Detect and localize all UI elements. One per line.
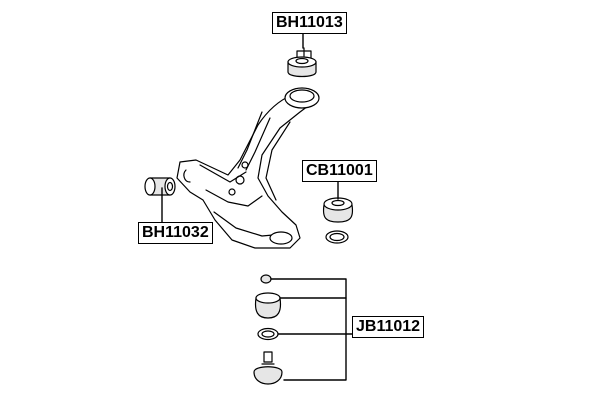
upper-bushing-icon	[287, 47, 317, 78]
part-label-bh11032[interactable]: BH11032	[138, 222, 213, 244]
leader-jb11012-bracket	[270, 278, 347, 381]
front-bushing-icon	[144, 177, 176, 196]
leader-lines	[161, 33, 353, 381]
part-label-jb11012[interactable]: JB11012	[352, 316, 425, 338]
part-label-cb11001[interactable]: CB11001	[302, 160, 377, 182]
control-arm-icon	[176, 87, 320, 249]
dust-boot-icon	[322, 197, 354, 244]
ball-joint-kit-icon	[253, 274, 283, 385]
part-label-bh11013[interactable]: BH11013	[272, 12, 347, 34]
